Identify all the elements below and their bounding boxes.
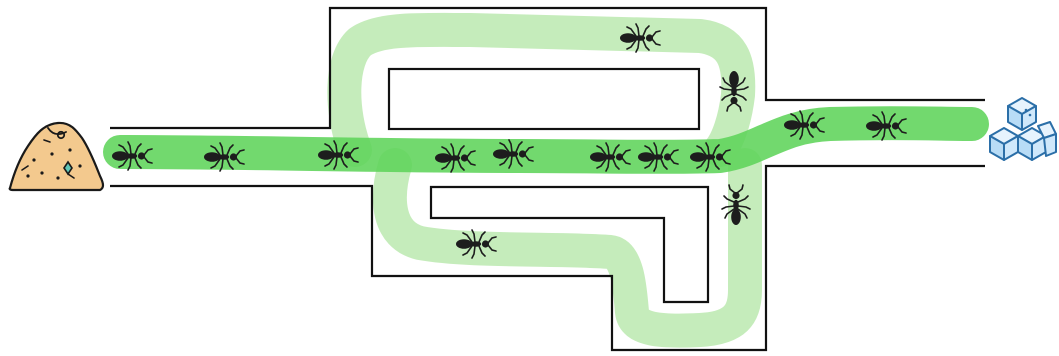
ant-nest-icon [8, 121, 105, 192]
outer-wall-bottom [110, 164, 985, 352]
inner-block-top [387, 67, 701, 131]
outer-wall-top [110, 6, 985, 130]
sugar-cubes-icon [989, 97, 1057, 161]
inner-block-bottom [429, 185, 710, 304]
lower-loop-trail [373, 148, 762, 348]
upper-loop-trail [327, 12, 756, 167]
maze-walls [110, 6, 985, 352]
pheromone-trails [103, 12, 989, 348]
